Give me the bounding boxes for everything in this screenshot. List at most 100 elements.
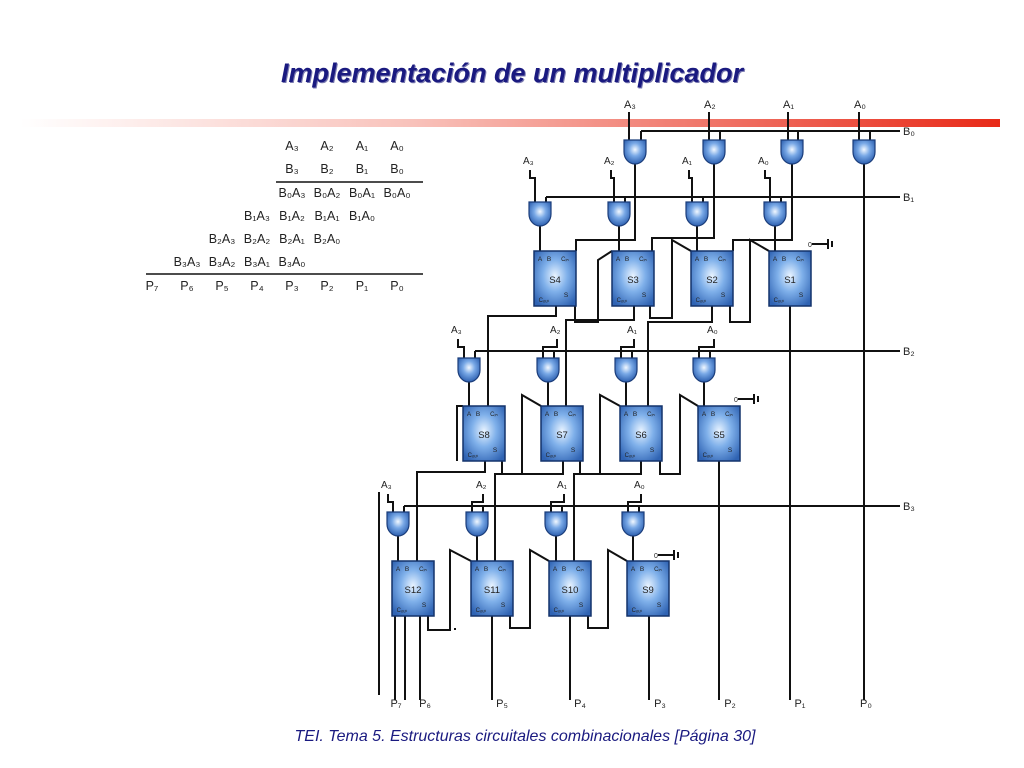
adder-pin-cin: Cᵢₙ <box>796 257 804 263</box>
wire <box>627 494 642 514</box>
carry-zero-label: 0 <box>734 397 738 404</box>
adder-pin-cout: Cₒᵤₜ <box>774 298 785 304</box>
adder-pin-a: A <box>631 566 636 573</box>
adder-pin-a: A <box>467 411 472 418</box>
table-cell: B₀A₀ <box>383 186 410 200</box>
adder-pin-cin: Cᵢₙ <box>639 257 647 263</box>
adder-name: S10 <box>562 585 579 596</box>
product-output-label: P₂ <box>724 698 736 710</box>
wire <box>509 548 550 629</box>
adder-pin-s: S <box>642 292 647 299</box>
table-cell: B₂A₀ <box>314 232 341 246</box>
a-input-label: A₃ <box>523 156 534 167</box>
wire <box>575 164 636 251</box>
adder-pin-b: B <box>782 256 786 263</box>
table-cell: A₂ <box>320 139 333 153</box>
adder-pin-cin: Cᵢₙ <box>419 567 427 573</box>
wire <box>427 548 472 631</box>
and-gate-icon <box>465 511 489 537</box>
adder-pin-b: B <box>405 566 409 573</box>
full-adder-block <box>626 560 670 617</box>
carry-zero-label: 0 <box>808 242 812 249</box>
a-input-label: A₃ <box>451 325 462 336</box>
table-cell: B₁A₂ <box>279 209 305 223</box>
and-gate-icon <box>780 139 804 165</box>
table-cell: A₁ <box>356 139 369 153</box>
adder-pin-a: A <box>773 256 778 263</box>
table-cell: B₀A₃ <box>279 186 306 200</box>
adder-pin-b: B <box>704 256 708 263</box>
adder-pin-b: B <box>562 566 566 573</box>
a-input-label: A₀ <box>758 156 769 167</box>
full-adder-block <box>611 250 655 307</box>
table-cell: B₀A₁ <box>349 186 375 200</box>
product-output-label: P₀ <box>860 698 872 710</box>
adder-pin-cin: Cᵢₙ <box>725 412 733 418</box>
product-output-label: P₇ <box>390 698 401 710</box>
b-input-label: B₁ <box>903 192 914 204</box>
and-gate-icon <box>685 201 709 227</box>
and-gate-icon <box>536 357 560 383</box>
title-accent-bar <box>20 119 1000 127</box>
table-cell: P₇ <box>146 279 159 293</box>
table-cell: B₁A₃ <box>244 209 270 223</box>
adder-pin-cin: Cᵢₙ <box>576 567 584 573</box>
adder-name: S9 <box>642 585 654 596</box>
adder-pin-a: A <box>545 411 550 418</box>
full-adder-block <box>391 560 435 617</box>
wire <box>550 494 565 514</box>
and-gate-icon <box>621 511 645 537</box>
adder-name: S8 <box>478 430 490 441</box>
table-cell: B₂A₂ <box>244 232 271 246</box>
table-cell: B₂A₁ <box>279 232 305 246</box>
wire <box>501 393 542 475</box>
adder-name: S4 <box>549 275 561 286</box>
wire <box>698 339 715 360</box>
wire-layer <box>378 112 900 700</box>
full-adder-block <box>470 560 514 617</box>
wire <box>494 461 564 561</box>
wire <box>416 461 486 561</box>
adder-pin-b: B <box>711 411 715 418</box>
table-cell: P₂ <box>320 279 333 293</box>
adder-pin-a: A <box>616 256 621 263</box>
adder-name: S5 <box>713 430 725 441</box>
slide-title: Implementación de un multiplicador <box>280 58 744 88</box>
product-output-label: P₁ <box>794 698 805 710</box>
and-gate-icon <box>852 139 876 165</box>
a-input-label: A₁ <box>627 325 638 336</box>
adder-pin-cin: Cᵢₙ <box>654 567 662 573</box>
adder-pin-cout: Cₒᵤₜ <box>476 608 487 614</box>
adder-pin-b: B <box>547 256 551 263</box>
adder-pin-b: B <box>476 411 480 418</box>
adder-name: S3 <box>627 275 639 286</box>
table-cell: B₃A₂ <box>209 255 236 269</box>
a-input-label: A₂ <box>550 325 561 336</box>
adder-pin-s: S <box>721 292 726 299</box>
a-input-label: A₀ <box>854 99 866 111</box>
adder-pin-cout: Cₒᵤₜ <box>625 453 636 459</box>
adder-pin-cin: Cᵢₙ <box>490 412 498 418</box>
product-output-label: P₆ <box>419 698 431 710</box>
a-input-label: A₁ <box>557 480 568 491</box>
table-cell: B₃ <box>285 162 298 176</box>
table-cell: A₀ <box>390 139 404 153</box>
a-input-label: A₁ <box>682 156 693 167</box>
adder-pin-b: B <box>640 566 644 573</box>
adder-name: S6 <box>635 430 647 441</box>
and-gate-icon <box>528 201 552 227</box>
wire <box>457 339 465 360</box>
adder-pin-s: S <box>571 447 576 454</box>
table-cell: B₂ <box>320 162 333 176</box>
and-gate-icon <box>386 511 410 537</box>
table-cell: B₁ <box>356 162 369 176</box>
and-gate-icon <box>692 357 716 383</box>
adder-pin-s: S <box>501 602 506 609</box>
wire <box>487 306 557 406</box>
and-gate-icon <box>763 201 787 227</box>
adder-pin-s: S <box>657 602 662 609</box>
adder-name: S7 <box>556 430 568 441</box>
adder-name: S12 <box>405 585 422 596</box>
adder-pin-cout: Cₒᵤₜ <box>617 298 628 304</box>
product-output-label: P₄ <box>574 698 586 710</box>
